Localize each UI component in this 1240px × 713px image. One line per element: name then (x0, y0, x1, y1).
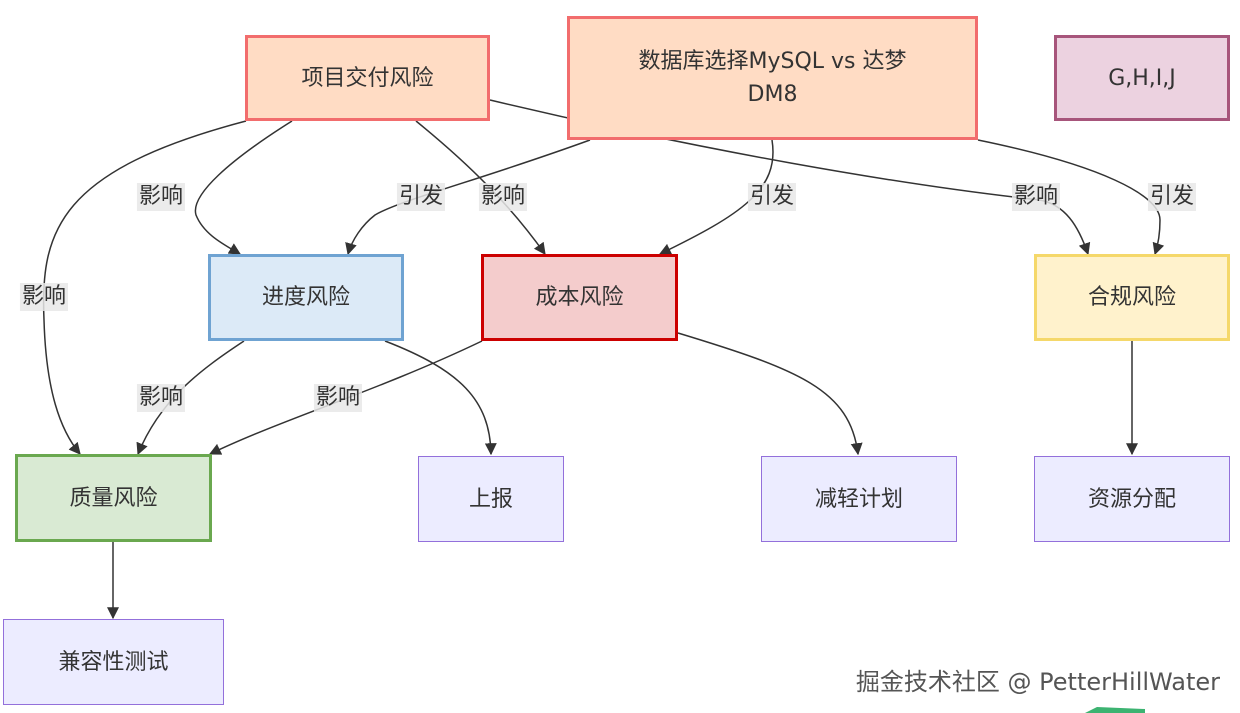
node-label: 质量风险 (69, 485, 158, 511)
node-cost-risk: 成本风险 (481, 254, 678, 341)
corner-decoration (1085, 707, 1145, 713)
node-label: 合规风险 (1087, 285, 1176, 310)
edge-label-impact: 影响 (1011, 183, 1061, 211)
node-mitigation-plan: 减轻计划 (761, 456, 957, 542)
edge-label-impact: 影响 (19, 283, 69, 311)
node-label: G,H,I,J (1108, 65, 1176, 91)
edge-label-impact: 影响 (136, 183, 186, 211)
node-database-choice: 数据库选择MySQL vs 达梦 DM8 (567, 16, 978, 140)
edge-project-to-schedule (194, 120, 293, 255)
edge-schedule-to-report (384, 340, 497, 456)
node-label-line1: 数据库选择MySQL vs 达梦 (638, 49, 907, 74)
edge-label-impact: 影响 (478, 183, 528, 211)
node-label: 项目交付风险 (301, 65, 434, 91)
node-label: 兼容性测试 (58, 649, 169, 675)
node-label: 进度风险 (261, 285, 350, 310)
edge-label-impact: 影响 (136, 384, 186, 412)
node-project-delivery-risk: 项目交付风险 (245, 35, 490, 121)
node-label: 资源分配 (1087, 486, 1176, 512)
edge-cost-to-mitigation (677, 332, 863, 456)
node-label: 减轻计划 (814, 486, 903, 512)
edge-db-to-compliance (977, 139, 1165, 256)
node-label-line2: DM8 (747, 82, 798, 107)
edge-label-impact: 影响 (313, 384, 363, 412)
edge-label-trigger: 引发 (1147, 183, 1197, 211)
node-ghij: G,H,I,J (1054, 35, 1230, 121)
node-compliance-risk: 合规风险 (1034, 254, 1230, 341)
node-label: 成本风险 (535, 285, 624, 310)
node-report: 上报 (418, 456, 564, 542)
edge-db-to-schedule (345, 139, 591, 256)
node-compatibility-test: 兼容性测试 (3, 619, 224, 705)
node-resource-allocation: 资源分配 (1034, 456, 1230, 542)
node-label: 上报 (468, 486, 513, 512)
node-quality-risk: 质量风险 (15, 454, 212, 542)
edge-label-trigger: 引发 (396, 183, 446, 211)
node-schedule-risk: 进度风险 (208, 254, 404, 341)
watermark: 掘金技术社区 @ PetterHillWater (855, 668, 1220, 696)
edge-label-trigger: 引发 (747, 183, 797, 211)
